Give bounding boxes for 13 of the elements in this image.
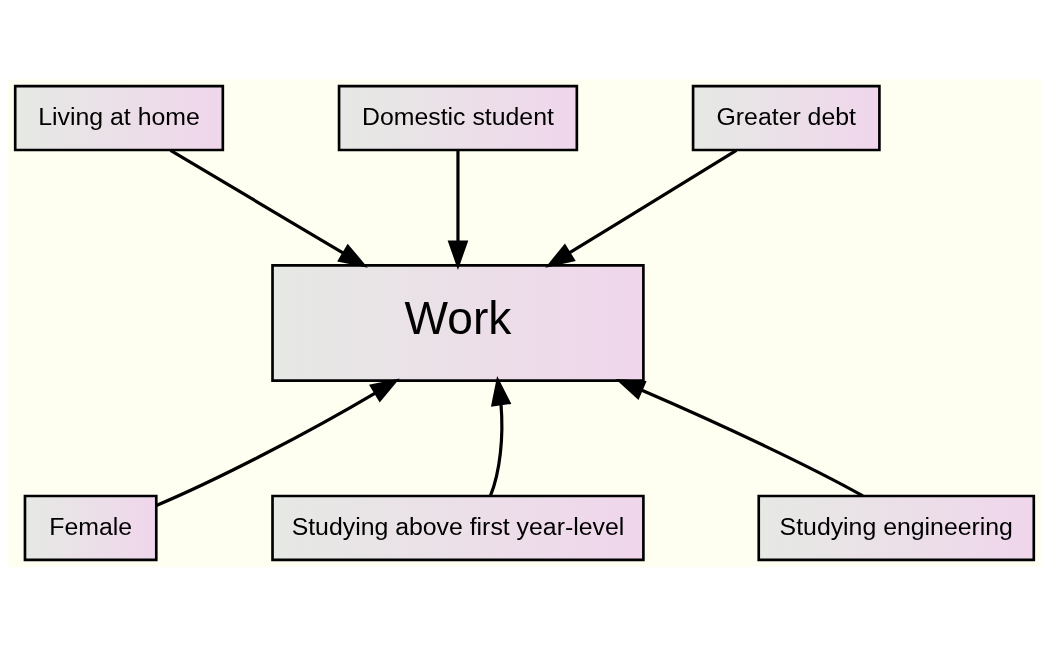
arrow — [169, 148, 368, 268]
arrow — [447, 149, 469, 270]
node-box: Studying engineering — [757, 494, 1036, 561]
arrow — [155, 377, 400, 507]
arrow — [615, 378, 864, 497]
node-box: Greater debt — [691, 84, 881, 151]
arrow — [545, 148, 738, 268]
node-box: Studying above first year-level — [271, 494, 645, 561]
node-box: Female — [23, 494, 158, 561]
node-box: Living at home — [13, 84, 225, 151]
node-box: Domestic student — [337, 84, 579, 151]
node-box: Work — [271, 263, 645, 382]
arrow — [488, 375, 512, 496]
